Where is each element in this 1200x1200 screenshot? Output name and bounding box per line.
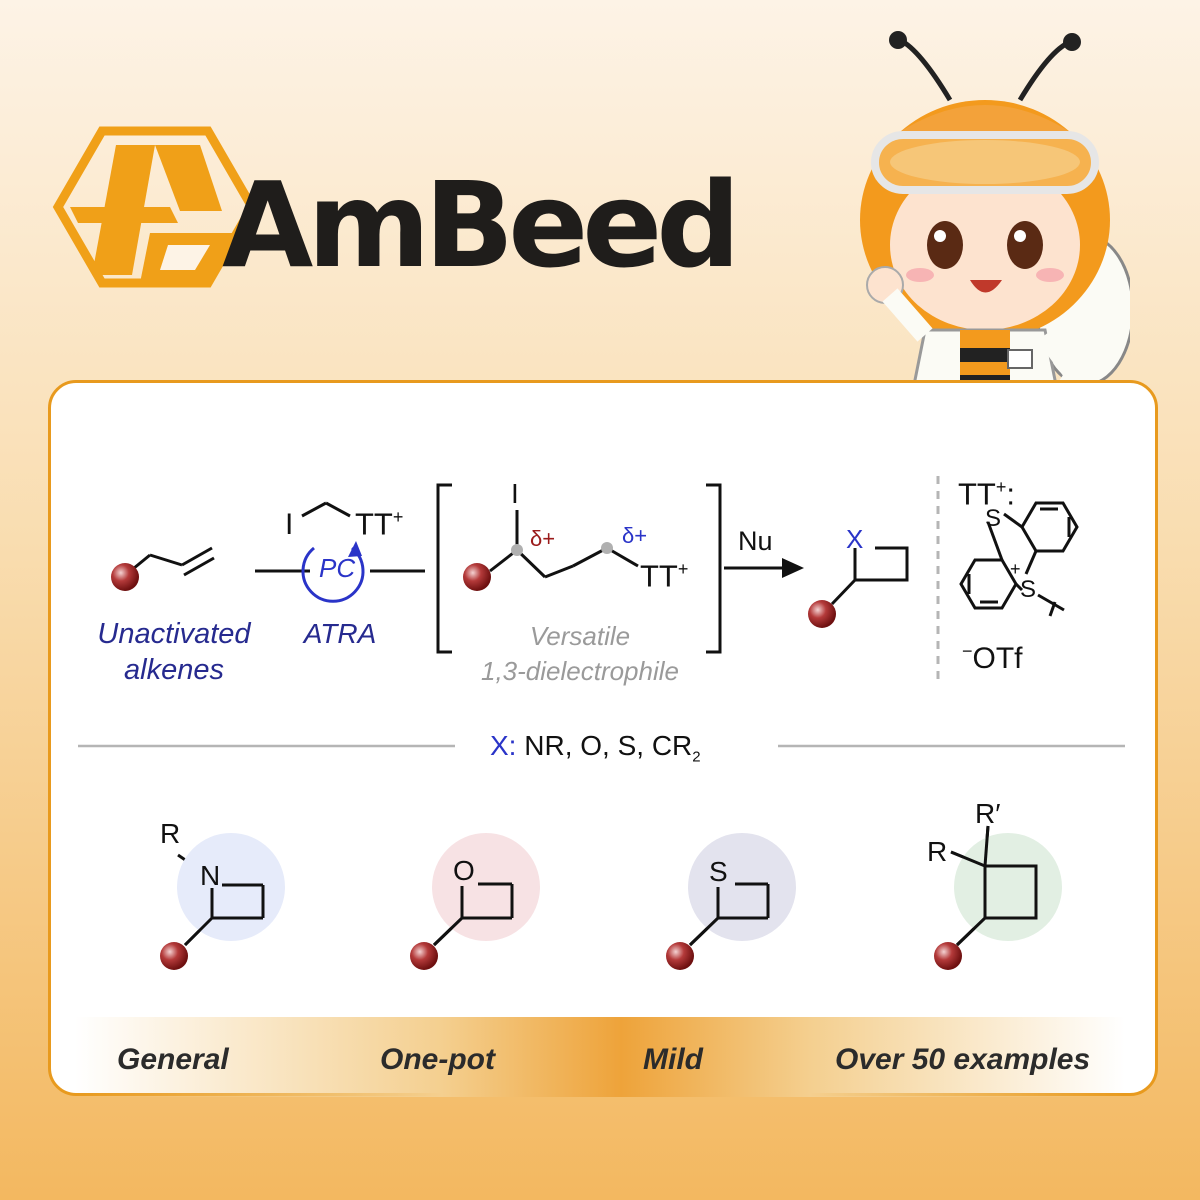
feature-one-pot: One-pot [380,1043,495,1076]
intermediate-label-line2: 1,3-dielectrophile [480,656,679,686]
reagent-iodine: I [285,508,294,541]
ring1-highlight [177,833,285,941]
tt-sulfur-bottom: S [1020,576,1037,603]
substituent-sphere [666,942,694,970]
delta-plus-2: δ+ [622,523,648,548]
start-label-line2: alkenes [124,654,224,686]
ring3-heteroatom: S [709,856,728,887]
tt-counterion: −OTf [962,641,1023,675]
product-heteroatom: X [846,524,864,554]
substituent-sphere [410,942,438,970]
substituent-sphere [808,600,836,628]
intermediate-tt: TT+ [640,558,689,594]
ring4-substituent1: R [927,836,948,867]
photocatalyst-label: PC [319,553,356,583]
intermediate-label-line1: Versatile [529,621,631,651]
feature-examples: Over 50 examples [835,1043,1091,1076]
x-options: X: NR, O, S, CR2 [490,732,701,765]
delta-plus-1: δ+ [530,526,556,551]
intermediate-iodine: I [511,478,519,509]
substituent-sphere [463,563,491,591]
substituent-sphere [160,942,188,970]
ring3-highlight [688,833,796,941]
tt-heading: TT+: [958,476,1016,512]
nucleophile-label: Nu [738,526,773,556]
method-label: ATRA [303,618,377,649]
ring4-highlight [954,833,1062,941]
ring2-highlight [432,833,540,941]
feature-general: General [117,1043,229,1076]
ring2-heteroatom: O [453,855,475,886]
x-options-subscript: 2 [692,748,701,766]
ambeed-logo [52,126,258,288]
ring1-heteroatom: N [200,860,221,891]
x-options-values: NR, O, S, CR [524,730,693,761]
reagent-tt: TT+ [355,506,404,542]
ring4-substituent2: R′ [975,798,1001,829]
start-label-line1: Unactivated [97,618,251,650]
substituent-sphere [934,942,962,970]
x-options-label: X: [490,730,517,761]
tt-plus: + [1010,559,1021,579]
brand-wordmark: AmBeed [222,156,741,294]
ring1-substituent: R [160,818,181,849]
substituent-sphere [111,563,139,591]
tt-sulfur-top: S [985,505,1002,532]
scheme-card [48,380,1158,1096]
feature-mild: Mild [643,1043,703,1076]
features-bar: General One-pot Mild Over 50 examples [75,1017,1125,1097]
